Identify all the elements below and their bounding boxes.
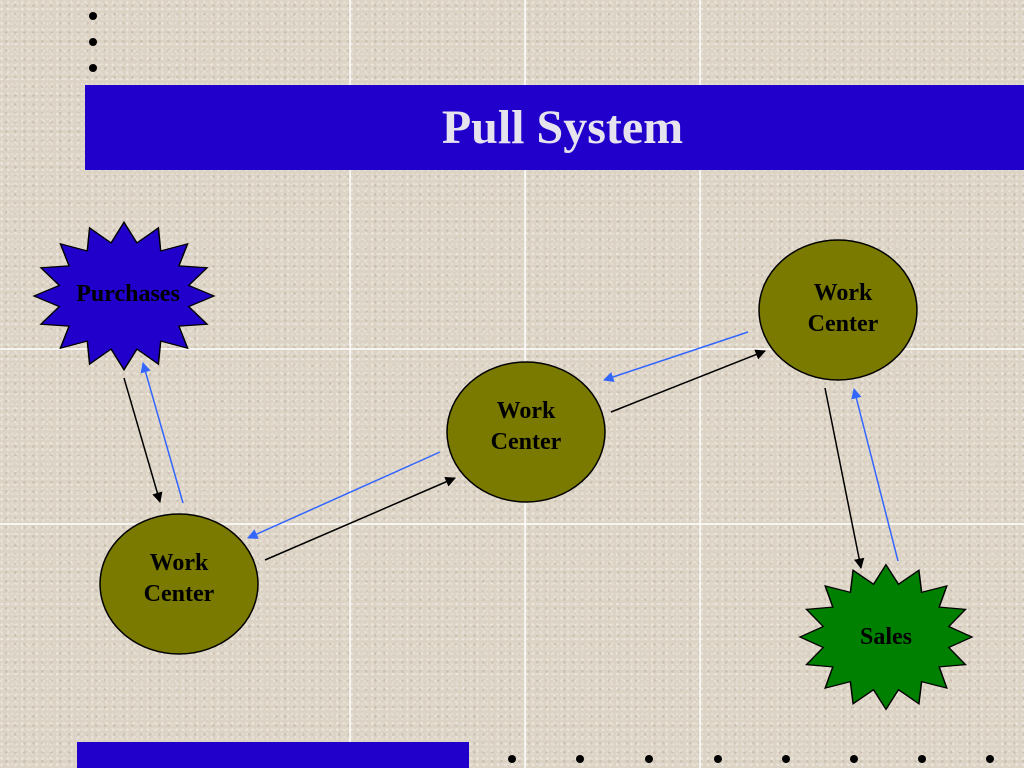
decorative-dot	[986, 755, 994, 763]
grid-line	[699, 0, 701, 768]
decorative-dot	[89, 12, 97, 20]
flow-arrow-wc1-to-wc2	[264, 476, 456, 561]
title-bar: Pull System	[85, 85, 1024, 170]
bottom-bar	[77, 742, 469, 768]
decorative-dot	[576, 755, 584, 763]
sales-node: Sales	[798, 563, 974, 711]
pull-arrow-wc2-to-wc1	[247, 451, 441, 539]
work-center-label-line1: Work	[814, 280, 873, 306]
page-title: Pull System	[441, 101, 684, 154]
decorative-dot	[918, 755, 926, 763]
purchases-label: Purchases	[76, 281, 180, 307]
grid-line	[349, 0, 351, 768]
flow-arrow-wc2-to-wc3	[610, 349, 766, 413]
decorative-dot	[645, 755, 653, 763]
work-center-label-line2: Center	[491, 429, 562, 455]
decorative-dot	[508, 755, 516, 763]
sales-starburst	[798, 563, 974, 711]
pull-arrow-sales-to-wc3	[851, 387, 899, 562]
purchases-starburst	[32, 220, 216, 372]
work-center-node-3: Work Center	[758, 239, 918, 381]
work-center-ellipse	[758, 239, 918, 381]
work-center-ellipse	[99, 513, 259, 655]
decorative-dot	[89, 64, 97, 72]
decorative-dot	[850, 755, 858, 763]
grid-line	[0, 523, 1024, 525]
decorative-dot	[782, 755, 790, 763]
work-center-label-line1: Work	[497, 398, 556, 424]
purchases-node: Purchases	[32, 220, 216, 372]
work-center-node-1: Work Center	[99, 513, 259, 655]
work-center-label-line2: Center	[808, 311, 879, 337]
flow-arrow-purchases-to-wc1	[123, 377, 163, 504]
pull-arrow-wc3-to-wc2	[603, 331, 749, 382]
grid-line	[0, 348, 1024, 350]
work-center-ellipse	[446, 361, 606, 503]
flow-arrow-wc3-to-sales	[824, 387, 865, 570]
work-center-label-line1: Work	[150, 550, 209, 576]
pull-arrow-wc1-to-purchases	[140, 361, 184, 504]
sales-label: Sales	[860, 624, 912, 650]
decorative-dot	[89, 38, 97, 46]
work-center-label-line2: Center	[144, 581, 215, 607]
decorative-dot	[714, 755, 722, 763]
work-center-node-2: Work Center	[446, 361, 606, 503]
